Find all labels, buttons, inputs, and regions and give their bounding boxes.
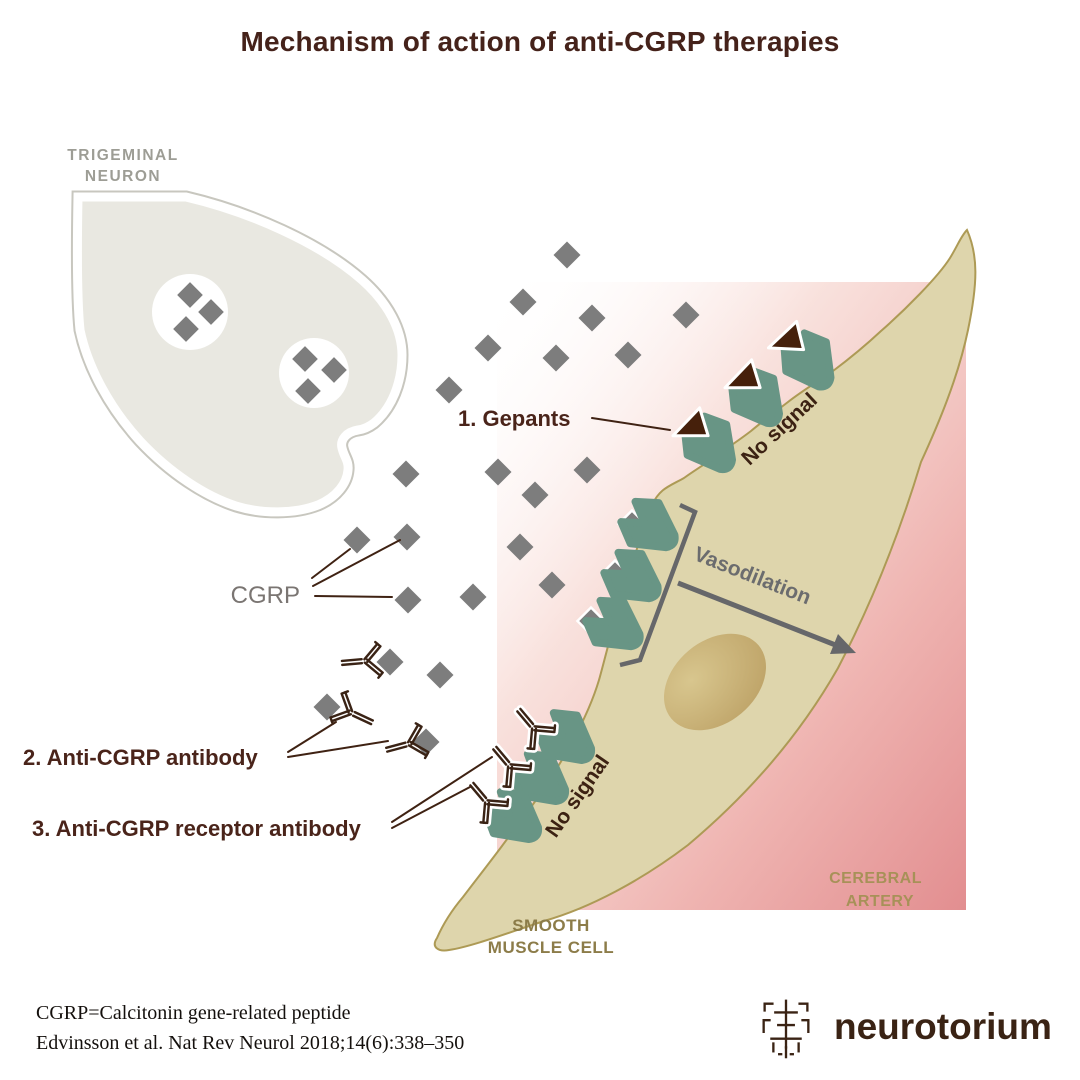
cgrp-diamond [343, 526, 371, 554]
cgrp-diamond [393, 523, 421, 551]
vasodilation-arrow [677, 580, 856, 654]
receptor-group-bracket [619, 502, 698, 668]
cgrp-diamond [394, 586, 422, 614]
smooth-muscle-cell-label-line2: MUSCLE CELL [488, 938, 614, 957]
smooth-muscle-cell-label-line1: SMOOTH [512, 916, 590, 935]
synaptic-vesicle [152, 274, 228, 350]
cgrp-diamond [392, 460, 420, 488]
cgrp-label: CGRP [231, 582, 300, 609]
anti-cgrp-antibody-label: 2. Anti-CGRP antibody [23, 745, 258, 770]
anti-cgrp-receptor-antibody-label: 3. Anti-CGRP receptor antibody [32, 816, 362, 841]
cerebral-artery-label-line2: ARTERY [846, 893, 914, 910]
pointer-lines [287, 417, 671, 829]
trigeminal-neuron-body [70, 190, 409, 519]
trigeminal-neuron-label-line1: TRIGEMINAL [67, 147, 178, 164]
cgrp-diamond [553, 241, 581, 269]
footer-citation: Edvinsson et al. Nat Rev Neurol 2018;14(… [36, 1032, 465, 1054]
cgrp-diamond [426, 661, 454, 689]
cerebral-artery-label-line1: CEREBRAL [829, 870, 922, 887]
antibody-icon [339, 640, 385, 682]
cell-nucleus [663, 633, 767, 731]
cgrp-diamond [459, 583, 487, 611]
neurotorium-logo-text: neurotorium [834, 1006, 1052, 1047]
gepants-label: 1. Gepants [458, 406, 570, 431]
antibody-icon [327, 688, 381, 740]
neurotorium-logo: neurotorium [752, 992, 1052, 1062]
neurotorium-logo-icon [762, 999, 810, 1059]
trigeminal-neuron-label-line2: NEURON [85, 168, 161, 185]
page-title: Mechanism of action of anti-CGRP therapi… [240, 26, 840, 57]
cgrp-diamond [435, 376, 463, 404]
footer-abbreviation: CGRP=Calcitonin gene-related peptide [36, 1002, 351, 1024]
